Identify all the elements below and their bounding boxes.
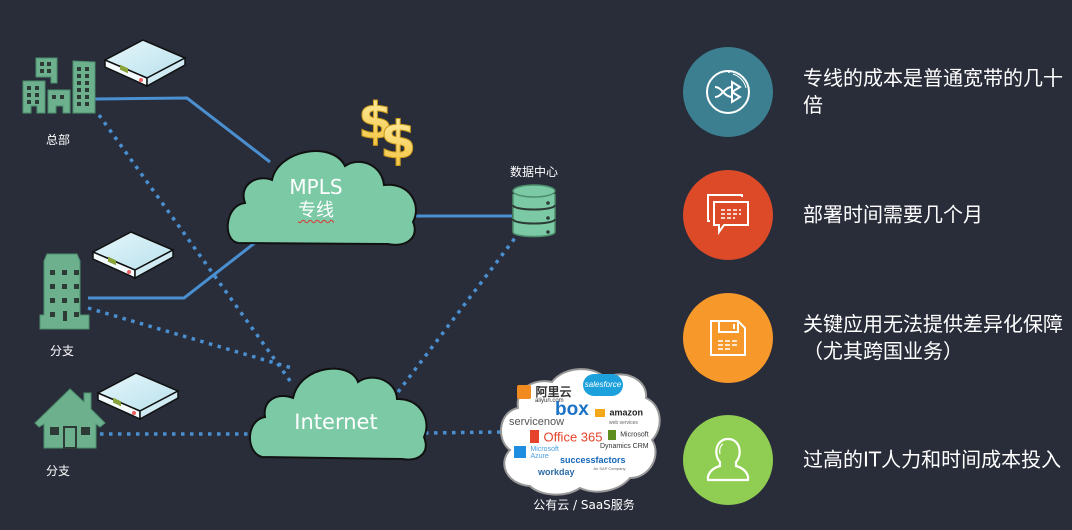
dollar-signs-icon: $ $ bbox=[358, 92, 417, 172]
box-logo: box bbox=[555, 399, 589, 420]
branch-2-label: 分支 bbox=[45, 464, 71, 478]
link-hq-mpls bbox=[94, 96, 271, 164]
internet-label: Internet bbox=[294, 410, 378, 434]
database-icon bbox=[512, 184, 556, 238]
point-it-cost-text: 过高的IT人力和时间成本投入 bbox=[803, 447, 1062, 472]
floppy-disk-icon bbox=[683, 293, 773, 383]
svg-text:$: $ bbox=[358, 92, 393, 150]
point-cost-text: 专线的成本是普通宽带的几十倍 bbox=[803, 66, 1063, 117]
aliyun-logo: 阿里云 aliyun.com bbox=[517, 384, 571, 404]
branch-1-label: 分支 bbox=[49, 344, 75, 358]
link-branch1-internet bbox=[87, 306, 293, 370]
user-icon bbox=[683, 415, 773, 505]
dedicated-line-label: 专线 bbox=[298, 200, 334, 221]
servicenow-logo: servicenow bbox=[509, 416, 565, 428]
link-internet-saas bbox=[424, 430, 503, 435]
saas-cloud-shape bbox=[499, 368, 661, 496]
link-hq-internet bbox=[97, 113, 295, 387]
shuffle-icon bbox=[683, 47, 773, 137]
salesforce-logo: salesforce bbox=[583, 374, 623, 396]
datacenter-label: 数据中心 bbox=[509, 165, 559, 179]
successfactors-logo: successfactors An SAP Company bbox=[560, 455, 626, 471]
mpls-cloud-shape bbox=[226, 150, 417, 246]
amazon-logo: amazon web services bbox=[595, 405, 643, 426]
building-icon bbox=[39, 253, 90, 330]
point-differentiated-assurance-text: 关键应用无法提供差异化保障（尤其跨国业务） bbox=[803, 312, 1063, 363]
link-internet-datacenter bbox=[396, 236, 517, 394]
point-deploy-time: 部署时间需要几个月 bbox=[683, 170, 1063, 260]
point-it-cost: 过高的IT人力和时间成本投入 bbox=[683, 415, 1063, 505]
point-differentiated-assurance: 关键应用无法提供差异化保障（尤其跨国业务） bbox=[683, 293, 1063, 383]
internet-cloud-shape bbox=[249, 367, 428, 461]
hq-label: 总部 bbox=[45, 133, 71, 147]
mpls-links bbox=[88, 96, 512, 300]
saas-label: 公有云 / SaaS服务 bbox=[533, 498, 635, 512]
router-icon bbox=[96, 372, 180, 421]
chat-bubbles-icon bbox=[683, 170, 773, 260]
house-icon bbox=[34, 388, 106, 449]
dynamics-crm-logo: Microsoft Dynamics CRM bbox=[600, 429, 649, 450]
office-buildings-icon bbox=[22, 57, 96, 114]
router-icon bbox=[91, 231, 175, 280]
mpls-cloud-label: MPLS 专线 bbox=[289, 175, 342, 223]
point-deploy-time-text: 部署时间需要几个月 bbox=[803, 202, 983, 227]
workday-logo: workday bbox=[538, 467, 575, 477]
mpls-label: MPLS bbox=[289, 175, 343, 199]
link-branch1-mpls bbox=[88, 240, 257, 300]
router-icon bbox=[103, 39, 187, 88]
svg-text:$: $ bbox=[380, 111, 416, 171]
point-cost: 专线的成本是普通宽带的几十倍 bbox=[683, 47, 1063, 137]
office365-logo: Office 365 bbox=[530, 429, 602, 445]
internet-links bbox=[87, 113, 517, 436]
